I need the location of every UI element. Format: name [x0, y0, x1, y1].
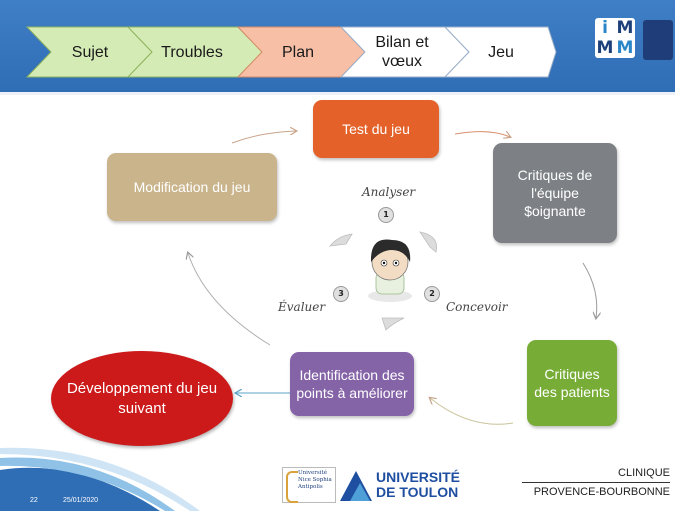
- step-critiques-patients: Critiques des patients: [527, 340, 617, 426]
- number-badge-1: 1: [378, 207, 394, 223]
- footer-wave: [0, 447, 200, 511]
- arrow-patients-to-identification: [430, 398, 514, 425]
- clinique-logo-line1: CLINIQUE: [618, 467, 670, 479]
- ramsay-logo: [643, 20, 673, 60]
- step-developpement: Développement du jeu suivant: [51, 351, 233, 446]
- inner-arrow-bottom: [381, 317, 405, 331]
- step-label-bilan: Bilan et vœux: [375, 34, 429, 70]
- chevron-jeu: [443, 26, 557, 78]
- step-label-sujet: Sujet: [71, 44, 109, 61]
- label-evaluer: Évaluer: [278, 300, 326, 314]
- number-badge-2: 2: [424, 286, 440, 302]
- inner-arrow-right: [419, 231, 438, 253]
- step-critiques-equipe: Critiques de l'équipe $oignante: [493, 143, 617, 243]
- page-number: 22: [30, 497, 38, 504]
- inner-arrow-left: [329, 233, 353, 247]
- step-identification: Identification des points à améliorer: [290, 352, 414, 416]
- label-concevoir: Concevoir: [446, 300, 508, 314]
- universite-toulon-logo: UNIVERSITÉ DE TOULON: [376, 469, 461, 500]
- clinique-logo-line2: PROVENCE-BOURBONNE: [533, 486, 670, 498]
- step-test-du-jeu: Test du jeu: [313, 100, 439, 158]
- universite-nice-logo: Université Nice Sophia Antipolis: [282, 467, 336, 503]
- imm-logo: i M M M: [595, 18, 635, 58]
- slide-date: 25/01/2020: [63, 497, 99, 504]
- number-badge-3: 3: [333, 286, 349, 302]
- universite-toulon-icon: [340, 471, 372, 501]
- step-modification: Modification du jeu: [107, 153, 277, 221]
- label-analyser: Analyser: [362, 185, 416, 199]
- arrow-modification-to-test: [231, 131, 296, 144]
- arrow-critiques-to-patients: [582, 262, 597, 318]
- step-label-plan: Plan: [281, 44, 315, 61]
- arrow-test-to-critiques: [454, 132, 510, 137]
- step-label-troubles: Troubles: [161, 44, 223, 61]
- clinique-logo-divider: [522, 482, 670, 483]
- arrow-identification-to-modification: [188, 253, 271, 346]
- header-divider: [0, 92, 675, 95]
- character-illustration: [368, 239, 412, 302]
- step-label-jeu: Jeu: [488, 44, 514, 61]
- process-chevrons: [25, 26, 557, 78]
